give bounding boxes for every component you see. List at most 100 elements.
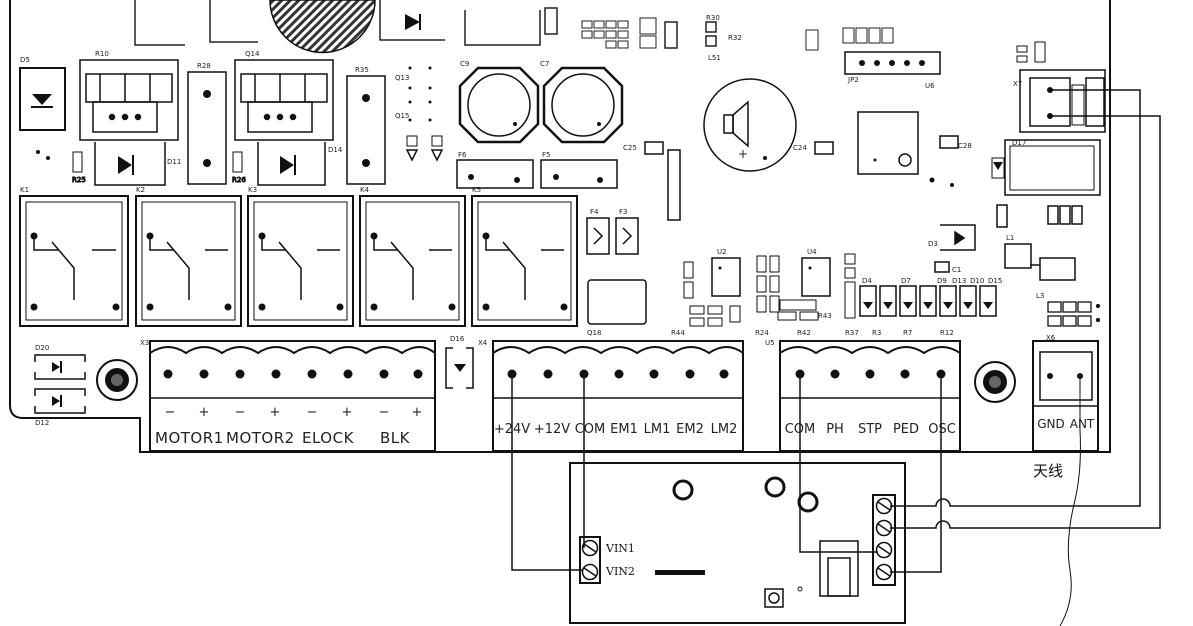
label-r43: R43 [818,312,832,320]
wire-x7-rx2 [890,115,1161,529]
label-d7: D7 [901,277,911,285]
antenna-wire [1059,376,1081,626]
label-f4: F4 [590,208,599,216]
label-d10: D10 [970,277,984,285]
smd-near-buzzer [644,135,959,221]
wire-x7-rx1 [890,89,1141,507]
regulator-right [234,59,334,141]
label-d4: D4 [862,277,872,285]
label-d15: D15 [988,277,1002,285]
svg-text:+: + [738,147,748,161]
label-q14: Q14 [245,50,260,58]
x4-label-lm2: LM2 [711,422,738,437]
mounting-screw-right [974,361,1016,403]
jp2-header: JP2 U6 [844,51,941,90]
label-r37: R37 [845,329,859,337]
x5-label-ph: PH [826,422,844,437]
buzzer: + [703,78,797,172]
x5-label-ped: PED [893,422,919,437]
label-c1: C1 [952,266,961,274]
label-r26: R26 [232,176,246,184]
x5-label-stp: STP [858,422,882,437]
wire-com-rx [799,374,878,553]
x6-label-ant: ANT [1070,417,1095,431]
relay-k5: K5 [471,186,578,327]
capacitor-c9: C9 [458,60,540,144]
x3-sign: − [165,405,176,420]
x4-label-com: COM [575,422,606,437]
label-k5: K5 [472,186,481,194]
label-x7: X7 [1013,80,1022,88]
chip-u9 [1047,301,1101,327]
label-f6: F6 [458,151,467,159]
antenna-label: 天线 [1033,462,1063,480]
label-d12: D12 [35,419,49,427]
x3-sign: + [342,405,353,420]
terminal-block-x6: X6 GND ANT [1032,334,1099,452]
ic-square [857,111,954,187]
top-clipped-components [134,0,717,49]
relay-k3: K3 [247,186,354,327]
regulator-left [79,59,179,141]
diodes-d20-d12: D20 D12 [34,344,86,427]
x5-label-osc: OSC [928,422,956,437]
x3-sign: − [307,405,318,420]
wire-24v-vin2 [511,374,582,571]
smd-middle [683,253,856,327]
label-d9: D9 [937,277,947,285]
receiver-vin1-label: VIN1 [605,542,635,555]
label-r3: R3 [872,329,881,337]
label-d16: D16 [450,335,465,343]
ic-u4: U4 [801,248,831,297]
small-smd-left: R25 R26 [36,150,247,185]
label-l3: L3 [1036,292,1044,300]
diode-d16: D16 [445,335,474,389]
label-r7: R7 [903,329,912,337]
label-l1: L1 [1006,234,1014,242]
relay-k2: K2 [135,186,242,327]
x3-label-motor2: MOTOR2 [226,429,295,447]
label-f5: F5 [542,151,550,159]
x3-sign: − [235,405,246,420]
x3-sign: − [379,405,390,420]
terminal-block-x4: X4 +24V +12V COM EM1 LM1 EM2 LM2 [478,339,744,452]
q13-q15-area: Q13 Q15 [395,66,444,162]
label-f3: F3 [619,208,627,216]
label-d13: D13 [952,277,966,285]
hatched-capacitor [269,0,376,54]
d5-diode: D5 [19,56,66,131]
x4-label-em1: EM1 [610,422,638,437]
fuses-f4-f3 [586,217,639,255]
label-r32: R32 [728,34,742,42]
fuse-f6: F6 [456,151,534,189]
label-r25: R25 [72,176,86,184]
diode-d14: D14 [257,142,343,186]
label-k2: K2 [136,186,145,194]
label-u6: U6 [925,82,935,90]
x4-label-em2: EM2 [676,422,704,437]
x4-label-lm1: LM1 [644,422,671,437]
label-r42: R42 [797,329,811,337]
relay-d17: D17 [991,139,1101,196]
x3-label-motor1: MOTOR1 [155,429,224,447]
label-c28: C28 [958,142,972,150]
terminal-block-x3: X3 − + − + − + − + MOTOR1 MOTOR2 ELOCK B… [140,339,436,452]
label-r24: R24 [755,329,769,337]
label-x3: X3 [140,339,149,347]
main-board [9,0,1111,453]
resistor-r28: R28 [187,62,227,185]
diode-d11: D11 [94,142,181,186]
x3-sign: + [199,405,210,420]
label-k3: K3 [248,186,257,194]
top-diode [405,14,421,30]
label-k4: K4 [360,186,370,194]
label-r28: R28 [197,62,211,70]
diode-array: D4 D7 D9 D13 D10 D15 R37 R3 R7 R12 [845,277,1002,337]
label-c9: C9 [460,60,469,68]
label-u4: U4 [807,248,817,256]
label-d11: D11 [167,158,181,166]
label-q18: Q18 [587,329,601,337]
terminal-block-x5: COM PH STP PED OSC [779,340,961,452]
x3-label-elock: ELOCK [302,429,355,447]
